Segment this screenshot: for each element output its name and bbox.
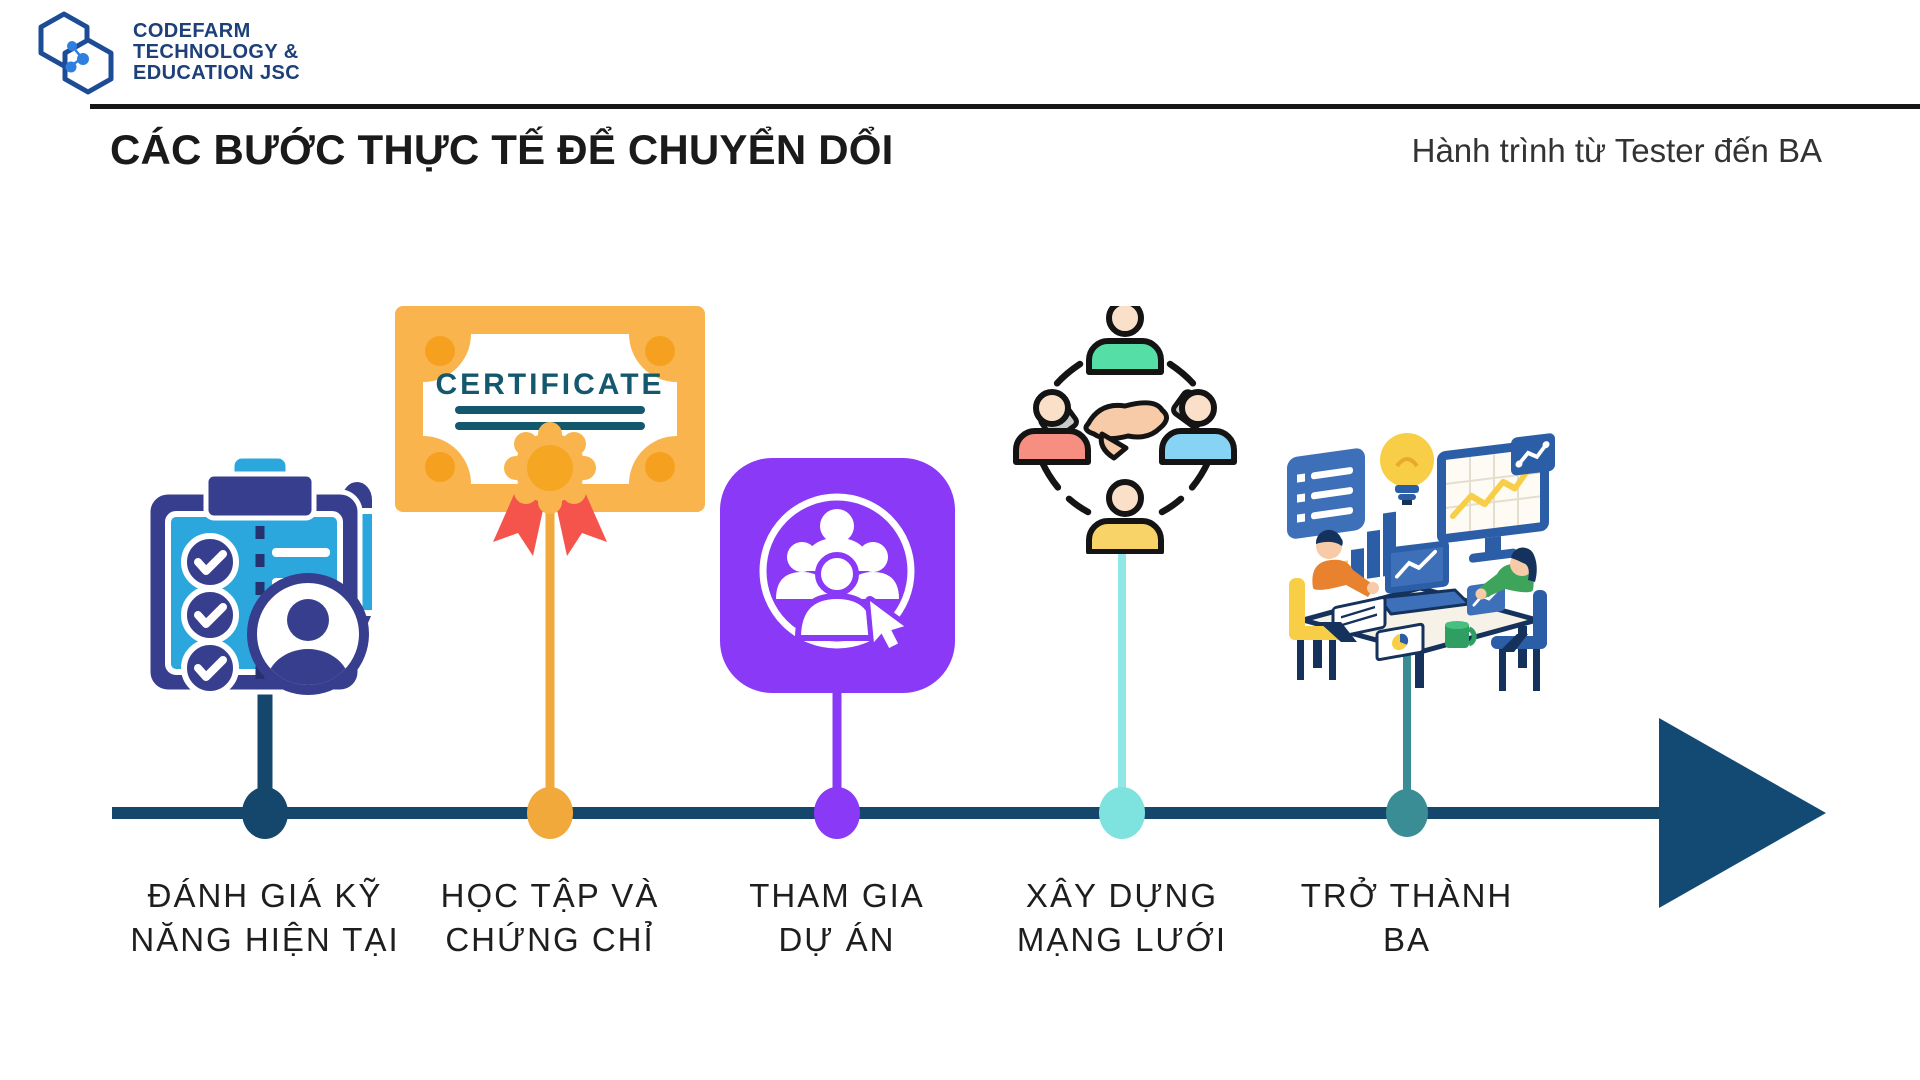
page-title: CÁC BƯỚC THỰC TẾ ĐỂ CHUYỂN DỔI <box>110 126 894 173</box>
timeline-arrowhead <box>1659 718 1826 908</box>
network-person-right <box>1159 389 1237 465</box>
page-subtitle: Hành trình từ Tester đến BA <box>1411 132 1822 169</box>
step-1-label-line-2: NĂNG HIỆN TẠI <box>130 921 400 958</box>
step-label-2: HỌC TẬP VÀ CHỨNG CHỈ <box>441 874 660 962</box>
step-5-label-line-2: BA <box>1382 921 1432 958</box>
person-right <box>1467 547 1547 691</box>
step-4-icon-box <box>1010 306 1240 554</box>
codefarm-logo-text: CODEFARM TECHNOLOGY & EDUCATION JSC <box>133 21 300 84</box>
step-3-label-line-2: DỰ ÁN <box>778 921 896 958</box>
step-2-label-line-2: CHỨNG CHỈ <box>445 921 655 958</box>
timeline-dot-2 <box>527 787 573 839</box>
step-5-icon-box <box>1285 430 1555 695</box>
step-3-icon-box <box>720 458 955 693</box>
step-2-label-line-1: HỌC TẬP VÀ <box>440 877 660 914</box>
network-person-left <box>1013 389 1091 465</box>
mug-icon <box>1445 621 1477 648</box>
network-person-top <box>1086 306 1164 375</box>
chart-card-icon <box>1511 433 1555 476</box>
logo-line-3: EDUCATION JSC <box>133 62 301 84</box>
step-2-icon-box: CERTIFICATE <box>395 306 705 568</box>
project-group-icon <box>720 458 955 693</box>
pie-paper-icon <box>1375 622 1425 662</box>
check-circles <box>181 533 239 697</box>
step-4-label-line-2: MẠNG LƯỚI <box>1016 921 1228 958</box>
certificate-icon: CERTIFICATE <box>395 306 705 556</box>
step-5-label-line-1: TRỞ THÀNH <box>1300 877 1514 914</box>
cursor-icon <box>865 596 910 654</box>
timeline-dot-5 <box>1386 789 1428 837</box>
certificate-title-text: CERTIFICATE <box>435 368 664 401</box>
clipboard-assessment-icon <box>148 453 378 697</box>
network-person-bottom <box>1086 479 1164 554</box>
logo-line-1: CODEFARM <box>133 20 251 42</box>
ba-workspace-icon <box>1287 433 1555 691</box>
step-3-label-line-1: THAM GIA <box>749 877 925 914</box>
step-label-4: XÂY DỰNG MẠNG LƯỚI <box>1017 874 1227 962</box>
step-4-label-line-1: XÂY DỰNG <box>1025 877 1219 914</box>
person-left <box>1289 529 1379 680</box>
medal-rosette-icon <box>493 422 607 556</box>
step-label-1: ĐÁNH GIÁ KỸ NĂNG HIỆN TẠI <box>130 874 399 962</box>
laptop-icon <box>1377 540 1471 616</box>
timeline-dot-4 <box>1099 787 1145 839</box>
timeline-dot-3 <box>814 787 860 839</box>
paper-icon <box>1331 595 1387 639</box>
notes-card-icon <box>1287 448 1365 539</box>
codefarm-logo-icon <box>38 11 114 95</box>
header-divider <box>90 104 1920 109</box>
monitor-icon <box>1437 439 1549 563</box>
step-label-3: THAM GIA DỰ ÁN <box>749 874 925 962</box>
step-label-5: TRỞ THÀNH BA <box>1301 874 1514 962</box>
logo-line-2: TECHNOLOGY & <box>133 41 299 63</box>
person-badge-icon <box>247 573 369 695</box>
step-1-label-line-1: ĐÁNH GIÁ KỸ <box>147 877 383 914</box>
lightbulb-icon <box>1380 433 1434 505</box>
step-1-icon-box <box>148 452 393 697</box>
timeline-dot-1 <box>242 787 288 839</box>
network-icon <box>1013 306 1237 554</box>
